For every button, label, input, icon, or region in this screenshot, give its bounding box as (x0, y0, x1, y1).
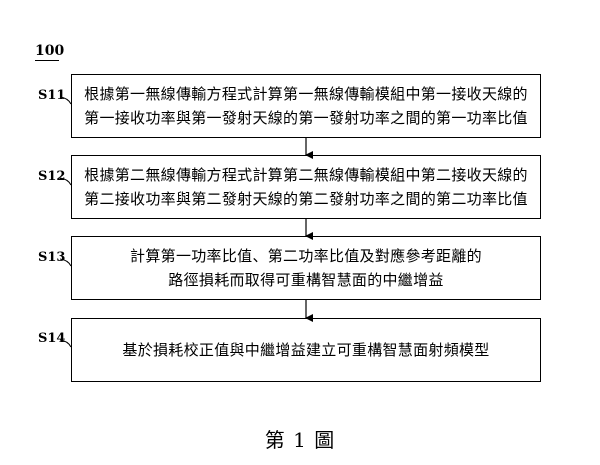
figure-caption: 第 1 圖 (264, 428, 336, 452)
step-box-s11: 根據第一無線傳輸方程式計算第一無線傳輸模組中第一接收天線的 第一接收功率與第一發… (71, 74, 541, 138)
step-s12-line-1: 根據第二無線傳輸方程式計算第二無線傳輸模組中第二接收天線的 (84, 166, 528, 184)
step-s11-line-2: 第一接收功率與第一發射天線的第一發射功率之間的第一功率比值 (84, 109, 528, 127)
step-label-s13: S13 (38, 250, 66, 265)
step-s13-line-1: 計算第一功率比值、第二功率比值及對應參考距離的 (130, 247, 482, 265)
step-s13-line-2: 路徑損耗而取得可重構智慧面的中繼增益 (168, 271, 444, 289)
leader-s11 (59, 96, 72, 105)
step-s14-line-1: 基於損耗校正值與中繼增益建立可重構智慧面射頻模型 (122, 341, 490, 359)
leader-s13 (59, 258, 72, 267)
figure-reference-underline (35, 60, 59, 61)
step-s12-line-2: 第二接收功率與第二發射天線的第二發射功率之間的第二功率比值 (84, 190, 528, 208)
leader-s12 (59, 177, 72, 186)
step-label-s11: S11 (38, 88, 66, 103)
leader-s14 (59, 339, 72, 348)
figure-reference-number: 100 (35, 43, 65, 59)
step-label-s14: S14 (38, 331, 66, 346)
step-s11-line-1: 根據第一無線傳輸方程式計算第一無線傳輸模組中第一接收天線的 (84, 85, 528, 103)
step-label-s12: S12 (38, 169, 66, 184)
